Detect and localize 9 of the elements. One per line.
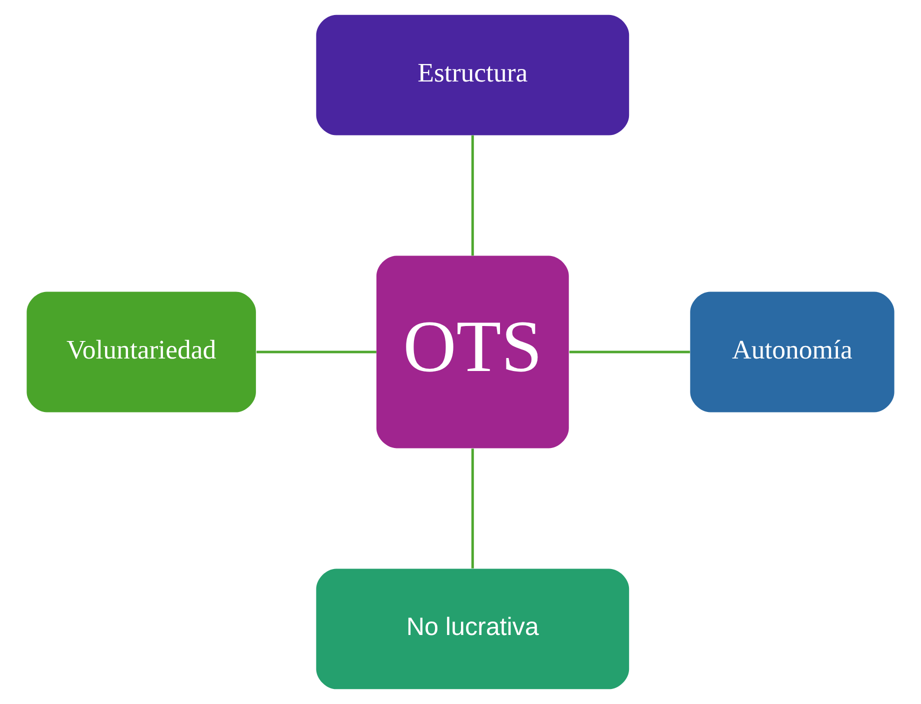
connector [569, 350, 690, 354]
connector [471, 448, 474, 568]
node-box: Voluntariedad [26, 292, 256, 412]
node-box: OTS [376, 256, 569, 448]
node-box: No lucrativa [316, 568, 630, 690]
node-box: Autonomía [690, 292, 894, 412]
node-box: Estructura [316, 14, 630, 136]
connector [471, 135, 474, 256]
connector [256, 350, 376, 354]
